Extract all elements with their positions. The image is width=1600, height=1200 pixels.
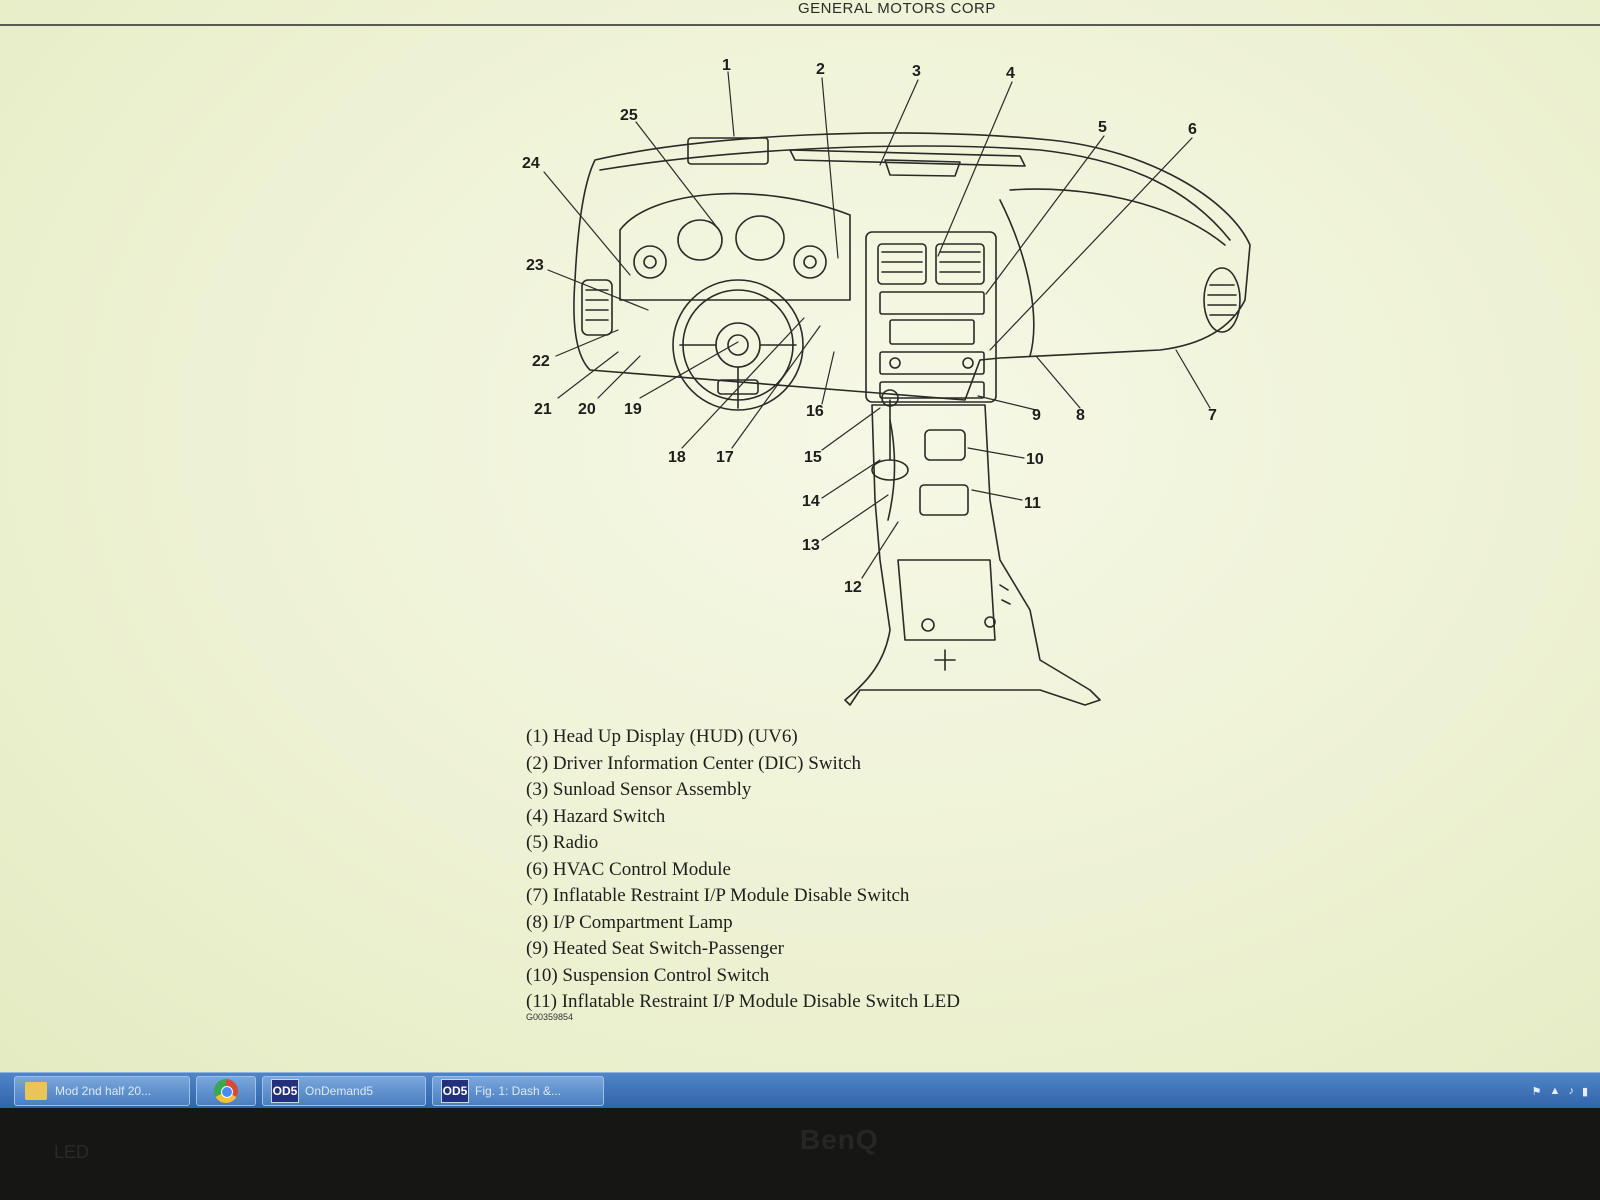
taskbar-item-label: Mod 2nd half 20... [55, 1084, 152, 1098]
chrome-icon [214, 1079, 238, 1103]
callout-20: 20 [578, 401, 596, 418]
callout-10: 10 [1026, 451, 1044, 468]
callout-4: 4 [1006, 65, 1015, 82]
legend-item: (7) Inflatable Restraint I/P Module Disa… [526, 885, 910, 906]
legend-item: (5) Radio [526, 832, 599, 853]
callout-2: 2 [816, 61, 825, 78]
callout-21: 21 [534, 401, 552, 418]
legend-item: (2) Driver Information Center (DIC) Swit… [526, 752, 862, 774]
callout-18: 18 [668, 449, 686, 466]
ods-icon: OD5 [271, 1079, 299, 1103]
legend-item: (8) I/P Compartment Lamp [526, 911, 733, 933]
callout-15: 15 [804, 449, 822, 466]
hud-unit [687, 137, 769, 165]
dash-outline [573, 132, 1251, 401]
callout-5: 5 [1098, 119, 1107, 136]
monitor-bezel [0, 1108, 1600, 1200]
center-stack [865, 231, 997, 403]
parts-legend: (1) Head Up Display (HUD) (UV6) (2) Driv… [526, 724, 960, 1016]
callout-25: 25 [620, 107, 638, 124]
network-icon[interactable]: ▲ [1549, 1085, 1561, 1097]
corp-label: GENERAL MOTORS CORP [798, 0, 996, 17]
dashboard-diagram: 1 2 3 4 5 6 7 8 9 10 11 12 13 14 15 16 1… [522, 57, 1251, 706]
center-console [844, 404, 1101, 706]
callout-14: 14 [802, 493, 820, 510]
monitor-led-label: LED [54, 1142, 90, 1162]
folder-icon [25, 1082, 47, 1100]
legend-item: (6) HVAC Control Module [526, 858, 731, 880]
header-divider [0, 24, 1600, 26]
legend-item: (10) Suspension Control Switch [526, 964, 770, 986]
callout-19: 19 [624, 401, 642, 418]
callout-3: 3 [912, 63, 921, 80]
callout-16: 16 [806, 403, 824, 420]
callout-8: 8 [1076, 407, 1085, 424]
callout-12: 12 [844, 579, 862, 596]
legend-item: (11) Inflatable Restraint I/P Module Dis… [526, 991, 960, 1012]
callout-7: 7 [1208, 407, 1217, 424]
callout-23: 23 [526, 257, 544, 274]
legend-item: (4) Hazard Switch [526, 805, 666, 827]
callout-6: 6 [1188, 121, 1197, 138]
steering-wheel [672, 279, 804, 411]
legend-item: (3) Sunload Sensor Assembly [526, 779, 752, 800]
callout-9: 9 [1032, 407, 1041, 424]
ods-icon: OD5 [441, 1079, 469, 1103]
taskbar-item-folder[interactable]: Mod 2nd half 20... [14, 1076, 190, 1106]
taskbar-item-ondemand5[interactable]: OD5 OnDemand5 [262, 1076, 426, 1106]
figure-code: G00359854 [526, 1012, 574, 1022]
flag-icon[interactable]: ⚑ [1531, 1085, 1542, 1098]
system-tray: ⚑ ▲ ♪ ▮ [1400, 1073, 1600, 1109]
monitor-brand-logo: BenQ [800, 1124, 879, 1155]
taskbar-item-label: Fig. 1: Dash &... [475, 1084, 562, 1098]
legend-item: (1) Head Up Display (HUD) (UV6) [526, 726, 798, 747]
show-desktop-button[interactable]: ▮ [1581, 1085, 1588, 1098]
taskbar-item-chrome[interactable] [196, 1076, 256, 1106]
callout-1: 1 [722, 57, 731, 74]
volume-icon[interactable]: ♪ [1568, 1085, 1574, 1097]
taskbar: Mod 2nd half 20... OD5 OnDemand5 OD5 Fig… [0, 1072, 1600, 1109]
taskbar-item-figure[interactable]: OD5 Fig. 1: Dash &... [432, 1076, 604, 1106]
callout-22: 22 [532, 353, 550, 370]
taskbar-item-label: OnDemand5 [305, 1084, 374, 1098]
legend-item: (9) Heated Seat Switch-Passenger [526, 938, 785, 959]
callout-24: 24 [522, 155, 540, 172]
callout-numbers: 1 2 3 4 5 6 7 8 9 10 11 12 13 14 15 16 1… [522, 57, 1217, 596]
callout-11: 11 [1024, 495, 1041, 512]
callout-17: 17 [716, 449, 734, 466]
leader-lines [543, 71, 1211, 579]
application-window: GENERAL MOTORS CORP [0, 0, 1600, 1072]
callout-13: 13 [802, 537, 820, 554]
